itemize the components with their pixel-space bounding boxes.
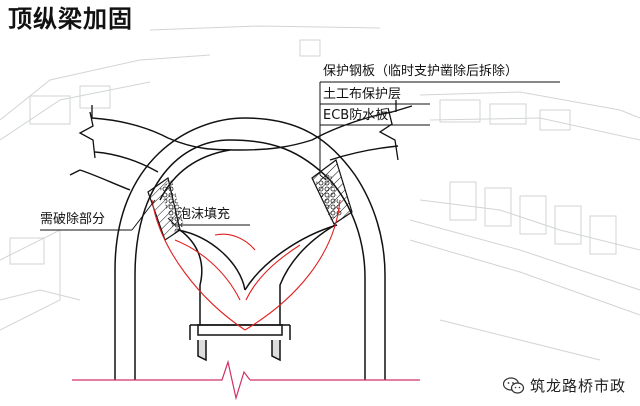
watermark-text: 筑龙路桥市政 (529, 377, 626, 395)
tunnel-arch (114, 117, 386, 380)
reinforcement-zones (147, 159, 353, 241)
bottom-break (210, 359, 251, 401)
label-geotextile: 土工布保护层 (323, 87, 402, 102)
leader-lines (40, 81, 560, 231)
label-remove-part: 需破除部分 (40, 212, 106, 227)
watermark: 筑龙路桥市政 (502, 375, 626, 396)
ground-surfaces (69, 105, 413, 191)
background-sketch (0, 25, 640, 361)
break-symbols (78, 100, 399, 161)
page-title: 顶纵梁加固 (8, 5, 133, 33)
central-column (177, 224, 338, 362)
label-ecb: ECB防水板 (323, 108, 389, 123)
label-foam-fill: 泡沫填充 (178, 207, 231, 222)
red-lines (151, 199, 341, 331)
wechat-icon (502, 376, 525, 394)
label-steel-plate: 保护钢板（临时支护凿除后拆除） (323, 64, 519, 79)
